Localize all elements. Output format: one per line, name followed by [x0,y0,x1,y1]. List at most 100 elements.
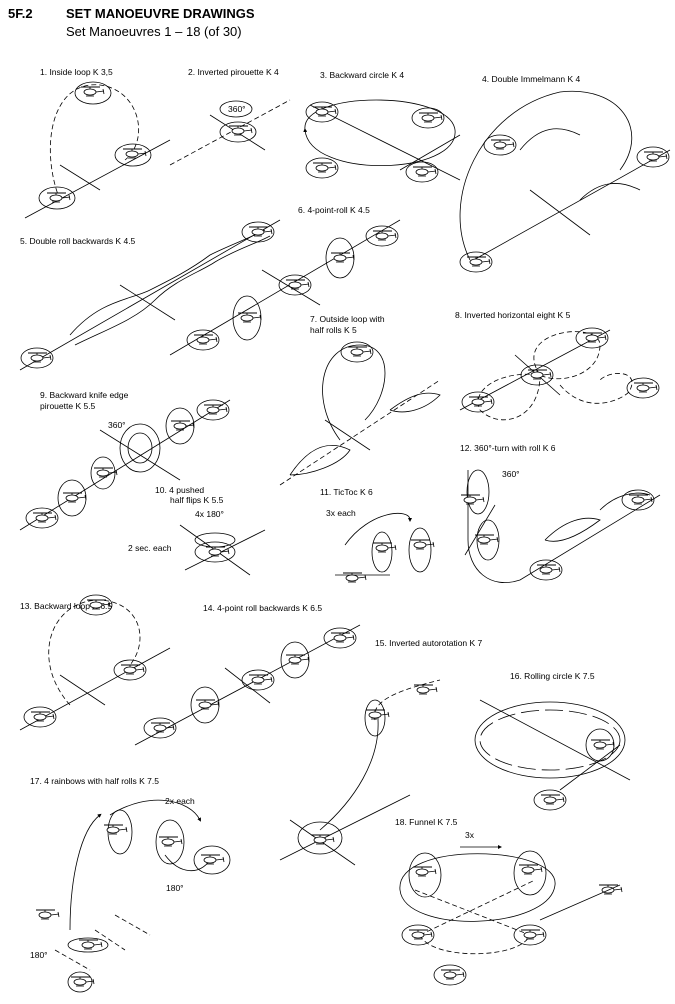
helicopter-icon [347,346,372,357]
helicopter-icon [35,909,60,920]
manoeuvre-11-label: 11. TicToc K 6 [320,487,373,497]
helicopter-icon [540,794,565,805]
knife-360-annotation: 360° [108,420,126,430]
manoeuvre-3-label: 3. Backward circle K 4 [320,70,404,80]
helicopter-icon [150,722,175,733]
manoeuvre-3-backward-circle: 3. Backward circle K 4 [305,70,461,183]
manoeuvre-10-pushed-half-flips: 10. 4 pushed half flips K 5.5 4x 180° 2 … [128,485,266,576]
turn-360-annotation: 360° [502,469,520,479]
pirouette-360-annotation: 360° [228,104,246,114]
helicopter-icon [205,546,230,557]
helicopter-icon [418,112,443,123]
helicopter-icon [200,854,225,865]
helicopter-icon [365,709,390,720]
helicopter-icon [78,939,103,950]
manoeuvre-10-label: 10. 4 pushed [155,485,204,495]
manoeuvre-5-label: 5. Double roll backwards K 4.5 [20,236,136,246]
helicopter-icon [460,494,485,505]
helicopter-icon [372,230,397,241]
manoeuvre-16-label: 16. Rolling circle K 7.5 [510,671,595,681]
helicopter-icon [228,125,253,136]
helicopter-icon [440,969,465,980]
manoeuvre-12-360-turn-with-roll: 12. 360°-turn with roll K 6 360° [460,443,661,583]
helicopter-icon [93,467,118,478]
helicopter-icon [170,420,195,431]
helicopter-icon [536,564,561,575]
page-subtitle: Set Manoeuvres 1 – 18 (of 30) [66,24,242,39]
manoeuvre-15-inverted-autorotation: 15. Inverted autorotation K 7 [279,638,483,866]
helicopter-icon [590,739,615,750]
rainbow-180-b: 180° [30,950,48,960]
flips-time-annotation: 2 sec. each [128,543,172,553]
manoeuvre-18-funnel: 18. Funnel K 7.5 3x [395,817,623,986]
helicopter-icon [520,929,545,940]
helicopter-icon [158,836,183,847]
helicopter-icon [468,396,493,407]
manoeuvre-6-label: 6. 4-point-roll K 4.5 [298,205,370,215]
helicopter-icon [628,494,653,505]
helicopter-icon [490,139,515,150]
helicopter-icon [633,382,658,393]
helicopter-icon [70,976,95,987]
heli-circle [74,81,112,105]
helicopter-icon [342,572,367,583]
helicopter-icon [330,252,355,263]
helicopter-icon [466,256,491,267]
page-title: SET MANOEUVRE DRAWINGS [66,6,255,21]
flips-count-annotation: 4x 180° [195,509,224,519]
manoeuvre-2-label: 2. Inverted pirouette K 4 [188,67,279,77]
manoeuvre-13-label: 13. Backward loop K 6.5 [20,601,112,611]
helicopter-icon [193,334,218,345]
helicopter-icon [46,192,71,203]
helicopter-icon [312,162,337,173]
manoeuvre-8-inverted-horizontal-eight: 8. Inverted horizontal eight K 5 [455,310,660,421]
tictoc-count-annotation: 3x each [326,508,356,518]
manoeuvre-16-rolling-circle: 16. Rolling circle K 7.5 [474,671,631,811]
helicopter-icon [203,404,228,415]
manoeuvre-9-label-2: pirouette K 5.5 [40,401,96,411]
helicopter-icon [195,699,220,710]
section-number: 5F.2 [8,6,33,21]
rainbow-180-a: 180° [166,883,184,893]
helicopter-icon [103,824,128,835]
rainbow-count-annotation: 2x each [165,796,195,806]
manoeuvre-17-rainbows-half-rolls: 17. 4 rainbows with half rolls K 7.5 2x … [30,776,231,993]
helicopter-icon [518,864,543,875]
helicopter-icon [122,148,147,159]
manoeuvre-5-double-roll-backwards: 5. Double roll backwards K 4.5 [19,219,281,371]
manoeuvre-2-inverted-pirouette: 2. Inverted pirouette K 4 360° [169,67,291,166]
helicopter-icon [527,369,552,380]
manoeuvre-17-label: 17. 4 rainbows with half rolls K 7.5 [30,776,159,786]
helicopter-icon [285,279,310,290]
manoeuvre-11-tictoc: 11. TicToc K 6 3x each [320,487,435,583]
manoeuvre-13-backward-loop: 13. Backward loop K 6.5 [19,594,171,731]
manoeuvre-4-double-immelmann: 4. Double Immelmann K 4 [459,74,671,273]
manoeuvre-8-label: 8. Inverted horizontal eight K 5 [455,310,571,320]
manoeuvre-6-4-point-roll: 6. 4-point-roll K 4.5 [169,205,401,356]
helicopter-icon [412,166,437,177]
manoeuvre-10-label-2: half flips K 5.5 [170,495,224,505]
manoeuvre-7-outside-loop-half-rolls: 7. Outside loop with half rolls K 5 [279,314,441,486]
manoeuvre-15-label: 15. Inverted autorotation K 7 [375,638,483,648]
helicopter-icon [474,534,499,545]
manoeuvre-14-label: 14. 4-point roll backwards K 6.5 [203,603,322,613]
manoeuvre-7-label: 7. Outside loop with [310,314,385,324]
helicopter-icon [80,86,105,97]
helicopter-icon [248,226,273,237]
manoeuvre-4-label: 4. Double Immelmann K 4 [482,74,581,84]
manoeuvre-9-backward-knife-edge-pirouette: 9. Backward knife edge pirouette K 5.5 3… [19,390,231,531]
manoeuvre-12-label: 12. 360°-turn with roll K 6 [460,443,556,453]
helicopter-icon [32,512,57,523]
manoeuvre-1-label: 1. Inside loop K 3,5 [40,67,113,77]
helicopter-icon [372,542,397,553]
helicopter-icon [62,492,87,503]
manoeuvre-18-label: 18. Funnel K 7.5 [395,817,458,827]
helicopter-icon [412,866,437,877]
funnel-count-annotation: 3x [465,830,475,840]
manoeuvre-7-label-2: half rolls K 5 [310,325,357,335]
helicopter-icon [237,312,262,323]
manoeuvre-1-inside-loop: 1. Inside loop K 3,5 [24,67,171,219]
manoeuvre-9-label: 9. Backward knife edge [40,390,129,400]
manoeuvre-14-4-point-roll-backwards: 14. 4-point roll backwards K 6.5 [134,603,361,746]
